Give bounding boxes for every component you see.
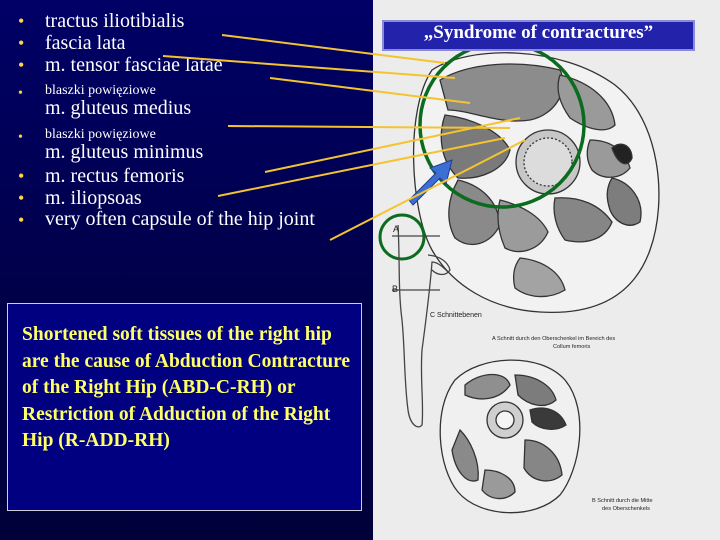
bullet-dot-icon: • [18, 210, 25, 230]
label-a: A [393, 224, 399, 234]
bullet-dot-icon: • [18, 33, 25, 53]
bullet-dot-icon: • [18, 86, 23, 101]
anatomy-bullet-list: •tractus iliotibialis •fascia lata •m. t… [18, 10, 363, 230]
thigh-section-upper [412, 52, 660, 314]
bullet-dot-icon: • [18, 11, 25, 31]
bullet-dot-icon: • [18, 55, 25, 75]
bullet-dot-icon: • [18, 188, 25, 208]
title-banner [382, 20, 695, 51]
pointer-lines [162, 34, 526, 241]
bullet-item: •m. iliopsoas [18, 187, 142, 209]
thigh-section-lower [439, 359, 581, 514]
bullet-item: •tractus iliotibialis [18, 10, 185, 32]
bullet-item: •very often capsule of the hip joint [18, 208, 315, 230]
focus-circle-small [378, 213, 426, 261]
bullet-dot-icon: • [18, 166, 25, 186]
bullet-item: •fascia lata [18, 32, 126, 54]
bullet-item: •m. tensor fasciae latae [18, 54, 223, 76]
caption-b: B Schnitt durch die Mitte des Oberschenk… [592, 498, 654, 512]
label-b: B [392, 284, 398, 294]
info-box: Shortened soft tissues of the right hip … [7, 303, 362, 511]
bullet-dot-icon: • [18, 130, 23, 145]
bullet-prefix: blaszki powięziowe [45, 127, 156, 142]
legend-c: C Schnittebenen [430, 312, 482, 319]
info-box-text: Shortened soft tissues of the right hip … [22, 324, 351, 451]
leg-outline [392, 224, 451, 428]
bullet-prefix: blaszki powięziowe [45, 83, 156, 98]
bullet-item: •m. rectus femoris [18, 165, 185, 187]
figure-title: „Syndrome of contractures” [423, 22, 654, 43]
caption-a: A Schnitt durch den Oberschenkel im Bere… [492, 336, 617, 350]
